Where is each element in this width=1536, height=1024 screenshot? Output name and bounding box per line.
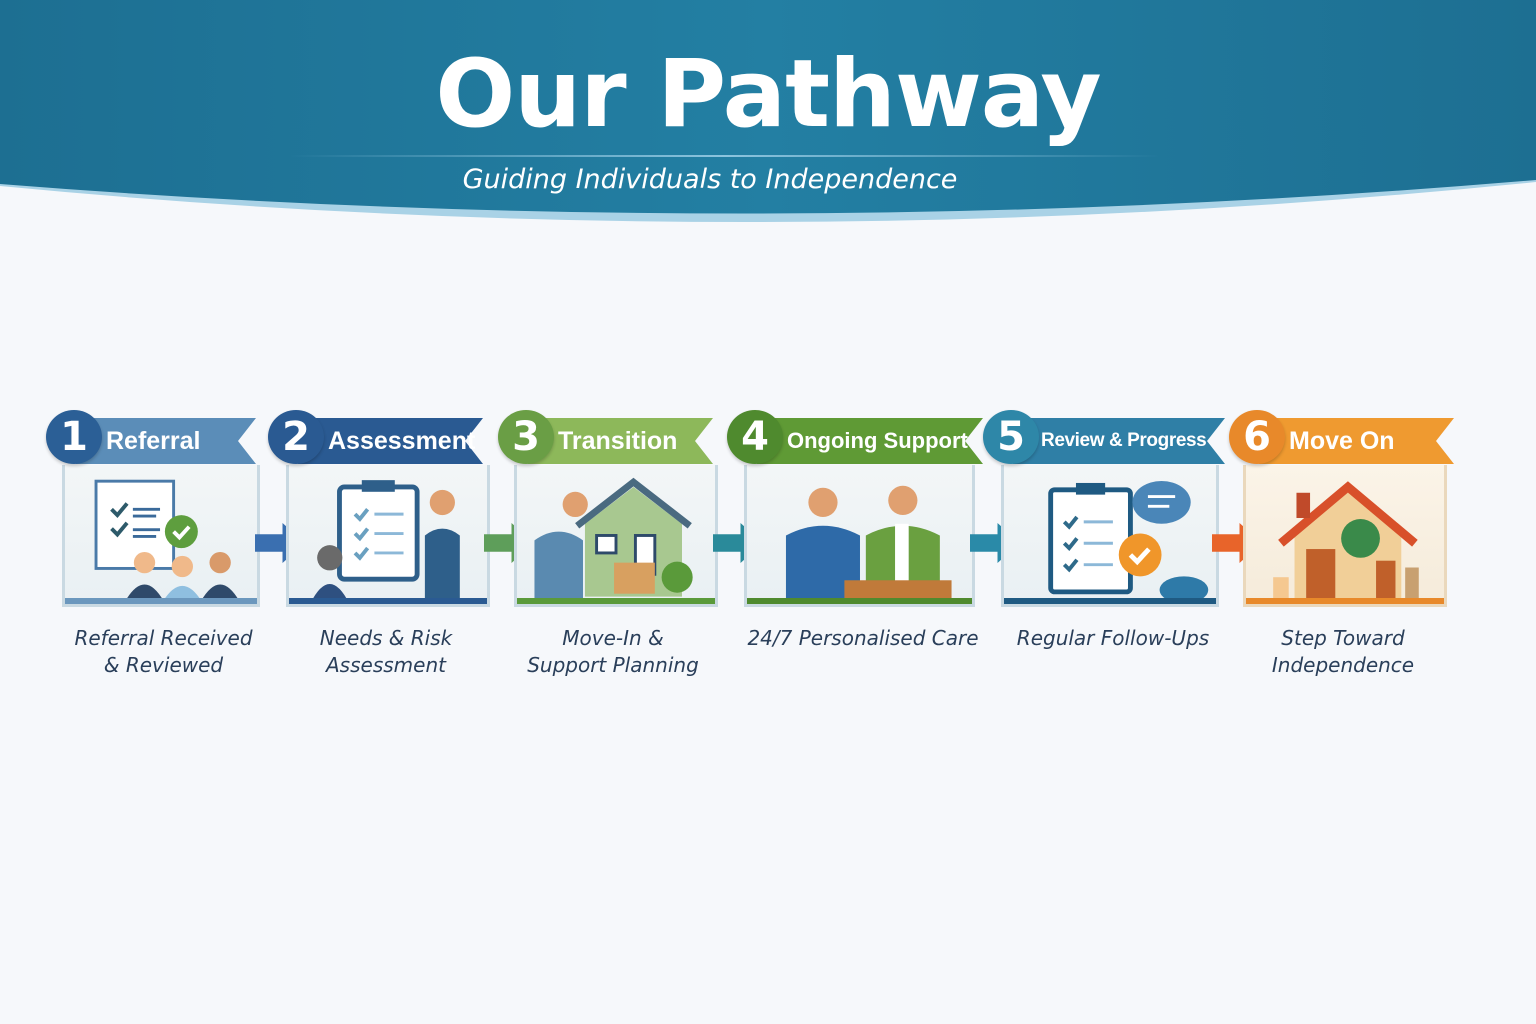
step-number: 4 <box>727 410 783 464</box>
step-banner <box>76 418 256 464</box>
step-title: Assessment <box>328 427 476 455</box>
step-title: Referral <box>106 427 201 455</box>
step-description: Referral Received & Reviewed <box>46 625 281 679</box>
step-banner <box>298 418 483 464</box>
step-description: Move-In & Support Planning <box>498 625 728 679</box>
divider <box>290 155 1160 157</box>
step-number: 2 <box>268 410 324 464</box>
header-wave <box>0 0 1536 223</box>
conversation-support-icon <box>744 465 975 607</box>
page-subtitle: Guiding Individuals to Independence <box>462 164 958 195</box>
description-line: Move-In & <box>562 626 664 650</box>
step-title: Move On <box>1289 427 1395 455</box>
description-line: Regular Follow-Ups <box>1016 626 1210 650</box>
house-move-in-icon <box>514 465 718 607</box>
home-independence-icon <box>1243 465 1447 607</box>
page-title: Our Pathway <box>435 40 1101 149</box>
description-line: Needs & Risk <box>319 626 453 650</box>
step-title: Transition <box>558 427 678 455</box>
step-banner <box>1013 418 1225 464</box>
step-description: Regular Follow-Ups <box>983 625 1243 652</box>
description-line: 24/7 Personalised Care <box>747 626 979 650</box>
description-line: Independence <box>1271 653 1415 677</box>
description-line: Support Planning <box>527 653 699 677</box>
step-banner <box>528 418 713 464</box>
step-number: 6 <box>1229 410 1285 464</box>
description-line: Step Toward <box>1281 626 1405 650</box>
clipboard-assessment-icon <box>286 465 490 607</box>
description-line: & Reviewed <box>103 653 224 677</box>
step-number: 5 <box>983 410 1039 464</box>
step-title: Ongoing Support <box>787 428 968 453</box>
step-number: 3 <box>498 410 554 464</box>
step-number: 1 <box>46 410 102 464</box>
header: Our Pathway Guiding Individuals to Indep… <box>0 0 1536 240</box>
description-line: Assessment <box>326 653 446 677</box>
step-description: 24/7 Personalised Care <box>727 625 999 652</box>
step-banner <box>757 418 983 464</box>
description-line: Referral Received <box>74 626 253 650</box>
step-banner <box>1259 418 1454 464</box>
step-title: Review & Progress <box>1041 430 1207 451</box>
referral-documents-icon <box>62 465 260 607</box>
review-checklist-icon <box>1001 465 1219 607</box>
